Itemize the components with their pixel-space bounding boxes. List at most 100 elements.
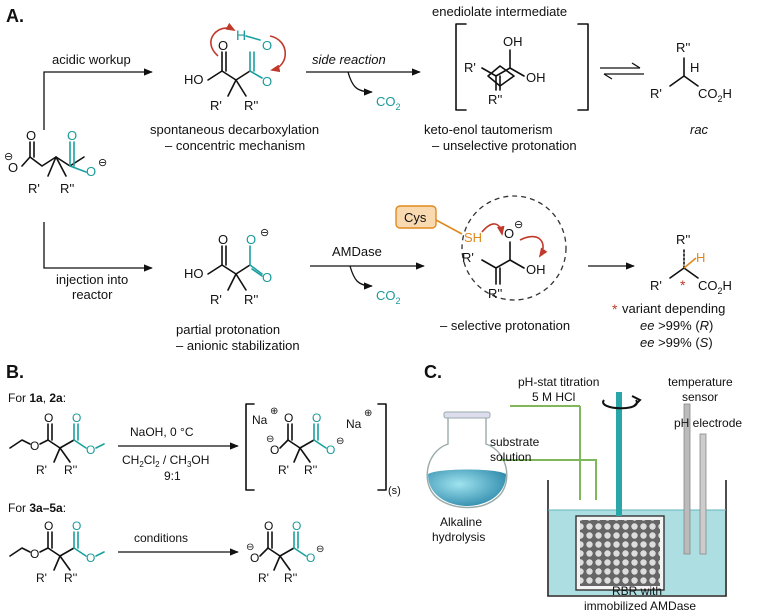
svg-text:OH: OH: [526, 70, 546, 85]
svg-text:R': R': [462, 250, 474, 265]
svg-text:*: *: [612, 301, 618, 317]
svg-text:Na: Na: [346, 417, 362, 431]
svg-text:R': R': [650, 278, 662, 293]
svg-text:O: O: [284, 411, 293, 425]
svg-text:OH: OH: [526, 262, 546, 277]
svg-text:R'': R'': [64, 571, 77, 585]
arrow-acidic-workup: [43, 68, 153, 130]
svg-text:R'': R'': [244, 98, 258, 113]
svg-text:⊖: ⊖: [266, 434, 274, 445]
ph-electrode-probe: [699, 433, 707, 555]
svg-text:O: O: [86, 164, 96, 179]
alkaline-label-1: Alkaline: [440, 515, 482, 529]
svg-text:O: O: [250, 551, 259, 565]
ratio-label: 9:1: [164, 469, 181, 483]
immobilized-enzyme-beads: [580, 520, 660, 586]
svg-text:O: O: [218, 38, 228, 53]
svg-text:R': R': [210, 292, 222, 307]
svg-text:⊖: ⊖: [98, 157, 107, 169]
substrate-line: [500, 459, 597, 500]
enzyme-active-site: Cys SH R' R'' O ⊖ OH: [395, 195, 567, 301]
svg-text:⊖: ⊖: [316, 544, 324, 555]
ph-electrode-label: pH electrode: [674, 416, 742, 430]
svg-text:⊕: ⊕: [364, 408, 372, 419]
svg-text:CO2: CO2: [376, 94, 401, 112]
svg-text:O: O: [292, 519, 301, 533]
svg-text:O: O: [26, 128, 36, 143]
enediolate-bracketed: R' R'' OH OH: [455, 23, 589, 111]
svg-text:R'': R'': [488, 286, 502, 301]
naoh-label: NaOH, 0 °C: [130, 425, 194, 439]
svg-text:(s): (s): [388, 485, 401, 497]
svg-text:O: O: [30, 439, 39, 453]
chiral-product: R'' H * R' CO2H: [650, 232, 732, 296]
decarb-label-2: – concentric mechanism: [165, 138, 305, 153]
rbr-reactor: [547, 480, 727, 597]
svg-text:R'': R'': [488, 92, 502, 107]
for-1a-2a-label: For 1a, 2a:: [8, 391, 66, 405]
svg-text:R': R': [36, 571, 47, 585]
svg-text:R': R': [28, 181, 40, 196]
svg-text:R'': R'': [60, 181, 74, 196]
dianion-product-b: O O O ⊖ O ⊖ R' R'': [246, 519, 324, 585]
svg-text:R': R': [278, 463, 289, 477]
svg-text:R'': R'': [64, 463, 77, 477]
svg-text:R'': R'': [284, 571, 297, 585]
svg-text:R': R': [464, 60, 476, 75]
svg-text:R': R': [258, 571, 269, 585]
svg-text:OH: OH: [503, 34, 523, 49]
decarb-label-1: spontaneous decarboxylation: [150, 122, 319, 137]
svg-text:O: O: [262, 270, 272, 285]
svg-text:⊖: ⊖: [514, 219, 523, 231]
diester-2: O O O O R' R'': [9, 519, 105, 585]
svg-text:HO: HO: [184, 266, 204, 281]
ph-stat-label-1: pH-stat titration: [518, 375, 599, 389]
svg-text:O: O: [306, 551, 315, 565]
svg-text:CO2: CO2: [376, 288, 401, 306]
ee-s-label: ee >99% (S): [640, 335, 713, 350]
svg-text:R': R': [210, 98, 222, 113]
acidic-workup-label: acidic workup: [52, 52, 131, 67]
svg-text:O: O: [44, 519, 53, 533]
panel-c-label: C.: [424, 362, 442, 382]
svg-text:R'': R'': [304, 463, 317, 477]
svg-text:⊖: ⊖: [260, 227, 269, 239]
temperature-label-2: sensor: [682, 390, 718, 404]
svg-text:O: O: [8, 160, 18, 175]
svg-text:R'': R'': [676, 40, 690, 55]
svg-text:H: H: [690, 60, 699, 75]
substrate-label-2: solution: [490, 450, 531, 464]
temperature-label-1: temperature: [668, 375, 733, 389]
panel-b-label: B.: [6, 362, 24, 382]
disodium-salt: Na ⊕ O O O ⊖ O ⊖ Na ⊕ R' R'' (s): [245, 403, 401, 497]
variant-label: variant depending: [622, 301, 725, 316]
svg-text:O: O: [264, 519, 273, 533]
svg-text:O: O: [312, 411, 321, 425]
amdase-label: AMDase: [332, 244, 382, 259]
svg-text:O: O: [72, 411, 81, 425]
malonate-dianion: O O O ⊖ O ⊖ R' R'': [4, 128, 107, 196]
svg-text:CO2H: CO2H: [698, 278, 732, 296]
svg-text:R': R': [650, 86, 662, 101]
svg-text:R': R': [36, 463, 47, 477]
panel-a-label: A.: [6, 6, 24, 26]
conditions-label: conditions: [134, 531, 188, 545]
for-3a-5a-label: For 3a–5a:: [8, 501, 66, 515]
svg-text:⊖: ⊖: [4, 151, 13, 163]
ph-stat-label-2: 5 M HCl: [532, 390, 575, 404]
partial-label-1: partial protonation: [176, 322, 280, 337]
svg-text:⊕: ⊕: [270, 406, 278, 417]
solvent-label: CH2Cl2 / CH3OH: [122, 453, 209, 469]
svg-text:O: O: [72, 519, 81, 533]
svg-text:R'': R'': [244, 292, 258, 307]
svg-text:Na: Na: [252, 413, 268, 427]
alkaline-hydrolysis-flask: [426, 411, 508, 509]
svg-text:R'': R'': [676, 232, 690, 247]
injection-label-2: reactor: [72, 287, 113, 302]
side-reaction-label: side reaction: [312, 52, 386, 67]
cys-residue-box: [395, 205, 437, 229]
svg-text:O: O: [262, 74, 272, 89]
racemic-product: R'' H R' CO2H: [650, 40, 732, 104]
ee-r-label: ee >99% (R): [640, 318, 713, 333]
rotation-arrow-icon: [631, 395, 642, 407]
